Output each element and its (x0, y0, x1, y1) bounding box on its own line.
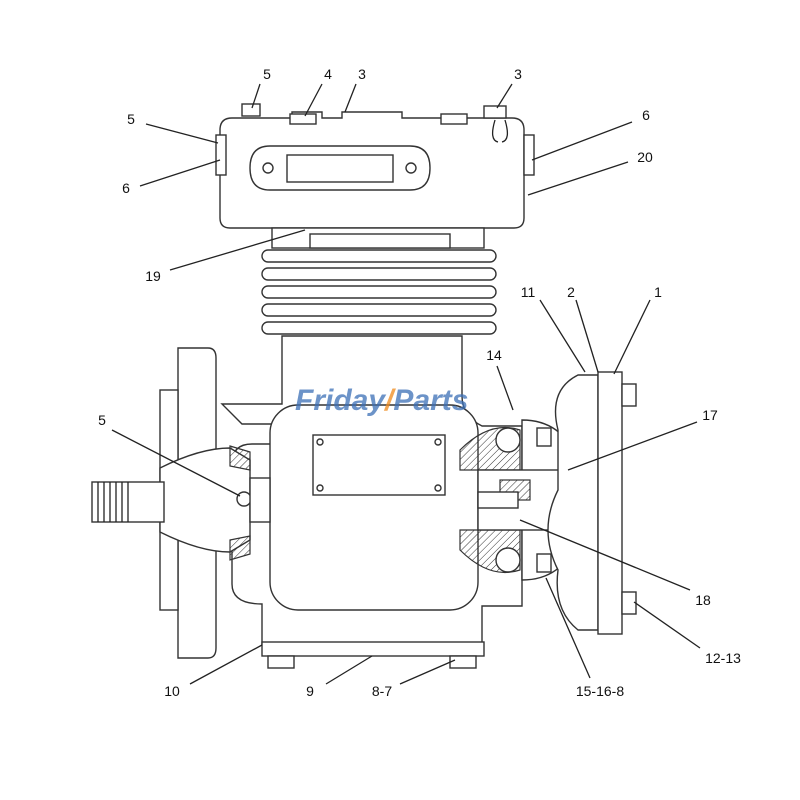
base-plate (261, 641, 485, 657)
part-labels: 5 4 3 3 5 6 6 20 19 11 2 1 14 17 5 18 12… (98, 66, 741, 699)
part-label: 19 (145, 268, 161, 284)
part-label: 11 (521, 284, 536, 300)
part-label: 5 (263, 66, 271, 82)
part-label: 9 (306, 683, 314, 699)
svg-text:Friday/Parts: Friday/Parts (295, 384, 468, 417)
part-label: 15-16-8 (576, 683, 624, 699)
end-plate (597, 371, 623, 635)
cylinder-head (215, 103, 535, 229)
crankcase (220, 335, 523, 669)
part-label: 3 (514, 66, 522, 82)
bolt-icon (241, 103, 261, 117)
gear-housing (459, 371, 637, 635)
part-label: 18 (695, 592, 711, 608)
part-label: 2 (567, 284, 575, 300)
leader-lines (111, 83, 701, 685)
part-label: 10 (164, 683, 180, 699)
part-label: 6 (642, 107, 650, 123)
part-label: 14 (486, 347, 502, 363)
part-label: 6 (122, 180, 130, 196)
drive-flange-shaft (91, 347, 271, 659)
part-label: 5 (98, 412, 106, 428)
cylinder-fins (261, 227, 497, 335)
nameplate (312, 434, 446, 496)
part-label: 17 (702, 407, 718, 423)
part-label: 20 (637, 149, 653, 165)
fridayparts-watermark: Friday/Parts (295, 384, 468, 417)
part-label: 8-7 (372, 683, 392, 699)
part-label: 5 (127, 111, 135, 127)
part-label: 12-13 (705, 650, 741, 666)
part-label: 1 (654, 284, 662, 300)
part-label: 4 (324, 66, 332, 82)
part-label: 3 (358, 66, 366, 82)
